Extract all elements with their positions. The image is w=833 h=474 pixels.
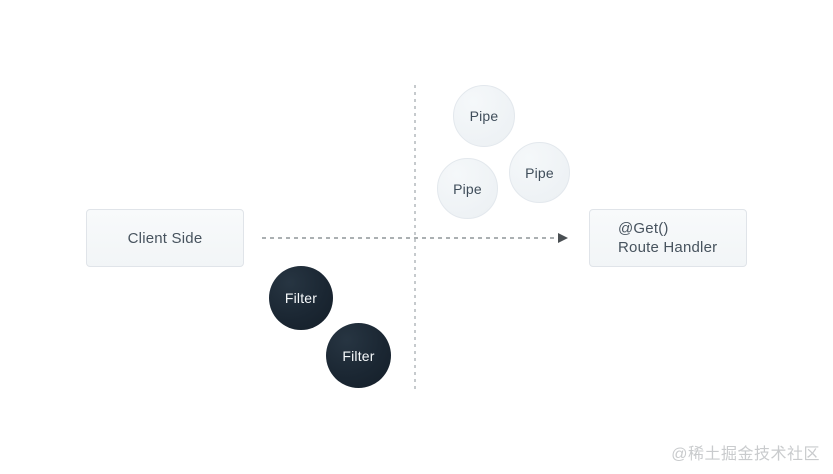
filter-label: Filter (284, 290, 318, 306)
pipe-node: Pipe (437, 158, 498, 219)
pipe-node: Pipe (453, 85, 515, 147)
pipe-label: Pipe (525, 164, 554, 181)
pipe-node: Pipe (509, 142, 570, 203)
client-side-label: Client Side (127, 229, 203, 247)
filter-label: Filter (342, 347, 375, 364)
client-side-node: Client Side (86, 209, 244, 267)
filter-node: Filter (326, 323, 391, 388)
route-handler-label: Route Handler (618, 239, 718, 256)
route-handler-decorator-label: @Get() (618, 220, 669, 237)
pipe-label: Pipe (469, 108, 499, 124)
filter-node: Filter (269, 266, 333, 330)
pipe-label: Pipe (453, 180, 482, 197)
vertical-divider-line (414, 85, 416, 391)
request-flow-arrow (262, 233, 568, 243)
watermark: @稀土掘金技术社区 (671, 446, 820, 463)
route-handler-node: @Get() Route Handler (589, 209, 747, 267)
arrowhead-icon (558, 233, 568, 243)
